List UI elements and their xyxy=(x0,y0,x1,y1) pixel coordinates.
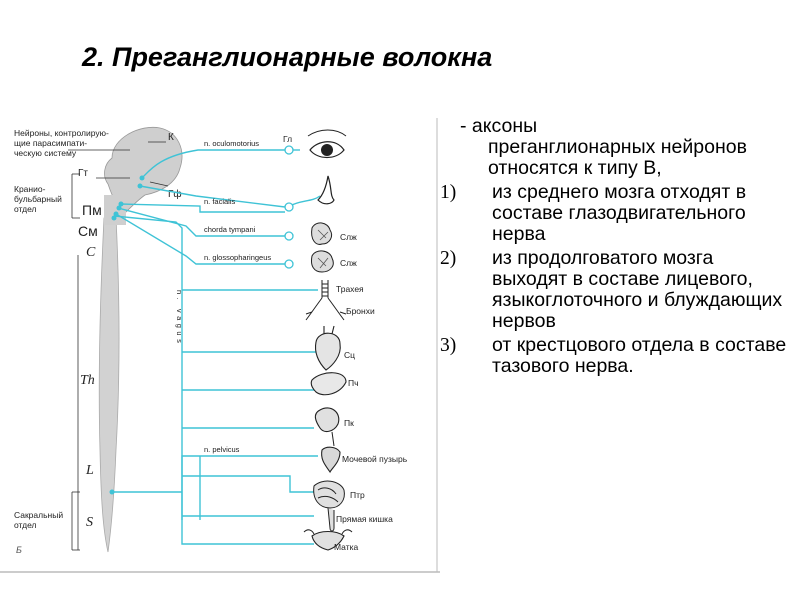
salivary-gland-icon xyxy=(311,250,334,273)
ureter-line xyxy=(331,431,335,447)
segment-th: Th xyxy=(80,373,95,388)
organ-label-bronchi: Бронхи xyxy=(346,306,375,316)
uterus-icon xyxy=(303,529,353,551)
facial-line xyxy=(139,185,286,208)
oculomotor-line xyxy=(141,149,285,179)
neurons-label-line: щие парасимпати- xyxy=(14,138,87,148)
parasympathetic-diagram: Нейроны, контролирую- щие парасимпати- ч… xyxy=(0,118,440,573)
intro-paragraph: - аксоны преганглионарных нейронов относ… xyxy=(440,116,790,179)
brainstem-shape xyxy=(104,195,126,225)
salivary-gland-icon xyxy=(311,222,333,245)
organ-label-bladder: Мочевой пузырь xyxy=(342,454,408,464)
brain-shape xyxy=(104,126,183,213)
pelvic-uterus xyxy=(181,492,314,545)
organ-label-sc: Сц xyxy=(344,350,355,360)
ganglion xyxy=(284,202,294,212)
eye-icon xyxy=(307,129,347,159)
list-number: 2) xyxy=(440,248,457,269)
nerve-vagus: n. vagus xyxy=(175,290,184,346)
cranio-label-line: отдел xyxy=(14,204,37,214)
organ-label-slzh: Слж xyxy=(340,232,357,242)
list-item: 3) от крестцового отдела в составе тазово… xyxy=(440,335,790,377)
list-text: из продолговатого мозга выходят в состав… xyxy=(492,247,783,332)
organ-label-trachea: Трахея xyxy=(336,284,364,294)
label-k: К xyxy=(168,132,174,143)
organ-label-pch: Пч xyxy=(348,378,359,388)
nerve-chorda: chorda tympani xyxy=(204,225,256,234)
nerve-lines xyxy=(112,149,321,545)
list-text: от крестцового отдела в составе тазового… xyxy=(492,334,787,377)
pelvic-ptr xyxy=(182,475,314,493)
label-gf: Гф xyxy=(168,188,182,200)
sacral-label-line: отдел xyxy=(14,520,37,530)
intestine-icon xyxy=(313,480,345,509)
list-item: 2) из продолговатого мозга выходят в сост… xyxy=(440,248,790,332)
label-pm: Пм xyxy=(82,202,102,218)
rectum-icon xyxy=(327,507,335,532)
list-text: из среднего мозга отходят в составе глаз… xyxy=(492,181,747,245)
cranio-label-line: бульбарный xyxy=(14,194,62,204)
organ-label-slzh: Слж xyxy=(340,258,357,268)
nerve-pelvicus: n. pelvicus xyxy=(204,445,240,454)
organ-label-gl: Гл xyxy=(283,134,292,144)
bladder-icon xyxy=(321,446,341,474)
ganglion xyxy=(284,259,294,269)
ganglion xyxy=(284,231,294,241)
trachea-icon xyxy=(305,280,347,321)
spinal-cord-shape xyxy=(98,217,120,553)
intro-rest: преганглионарных нейронов относятся к ти… xyxy=(488,136,747,179)
list-number: 3) xyxy=(440,335,457,356)
sacral-label-line: Сакральный xyxy=(14,510,63,520)
organ-label-uterus: Матка xyxy=(334,542,359,552)
description-text: - аксоны преганглионарных нейронов относ… xyxy=(440,116,790,377)
nerve-glosso: n. glossopharingeus xyxy=(204,253,271,262)
corner-letter: Б xyxy=(16,545,22,555)
label-sm: См xyxy=(78,223,98,239)
organ-label-pk: Пк xyxy=(344,418,354,428)
neurons-label-line: ческую систему xyxy=(14,148,77,158)
nerve-facialis: n. facialis xyxy=(204,197,236,206)
brackets xyxy=(68,141,169,551)
kidney-icon xyxy=(314,407,340,433)
glosso-line xyxy=(115,213,285,265)
neurons-label-line: Нейроны, контролирую- xyxy=(14,128,109,138)
intro-line: - аксоны xyxy=(460,115,538,137)
numbered-list: 1) из среднего мозга отходят в составе гл… xyxy=(440,182,790,377)
neuron-dots xyxy=(109,175,145,495)
segment-l: L xyxy=(85,463,94,478)
segment-c: C xyxy=(86,245,96,260)
slide-title: 2. Преганглионарные волокна xyxy=(82,42,493,72)
label-gt: Гт xyxy=(78,168,88,179)
organ-label-rectum: Прямая кишка xyxy=(336,514,393,524)
chorda-line xyxy=(117,207,285,237)
list-item: 1) из среднего мозга отходят в составе гл… xyxy=(440,182,790,245)
organ-label-ptr: Птр xyxy=(350,490,365,500)
facial-line-2 xyxy=(119,203,285,213)
nose-icon xyxy=(317,175,335,205)
segment-s: S xyxy=(86,515,93,530)
ganglion xyxy=(284,145,294,155)
ganglia xyxy=(284,145,294,269)
list-number: 1) xyxy=(440,182,457,203)
liver-icon xyxy=(310,372,347,396)
nerve-oculomotorius: n. oculomotorius xyxy=(204,139,259,148)
heart-icon xyxy=(314,325,341,371)
vagus-trunk xyxy=(113,215,183,520)
facial-to-nose xyxy=(289,195,321,207)
pelvic-bladder xyxy=(181,455,318,492)
cranio-label-line: Кранио- xyxy=(14,184,46,194)
